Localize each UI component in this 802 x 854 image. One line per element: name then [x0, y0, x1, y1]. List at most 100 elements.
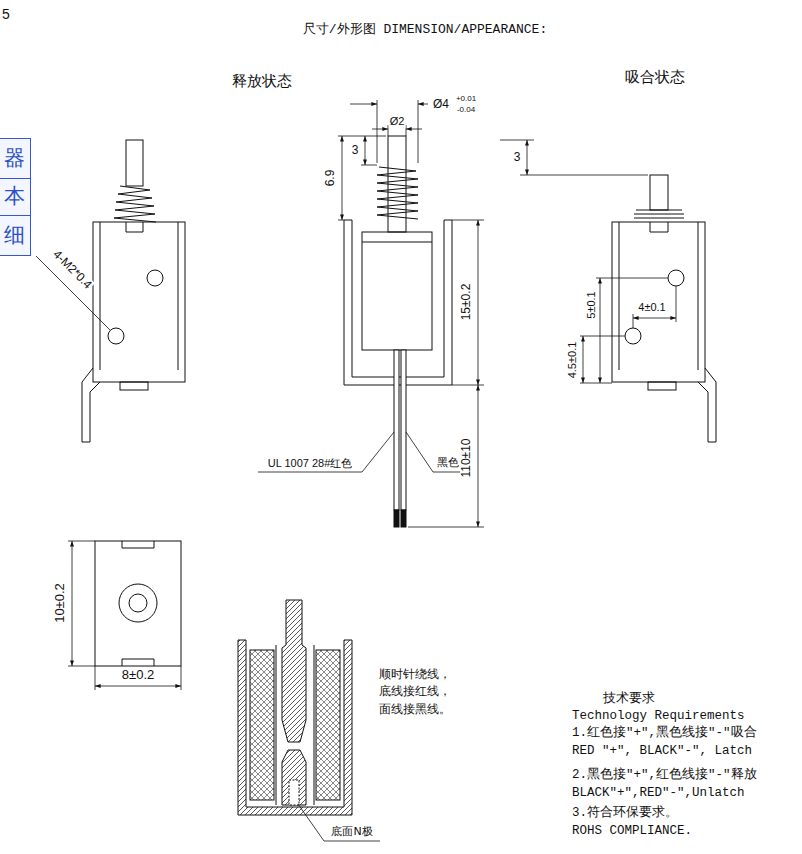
dimension-lines	[418, 104, 428, 105]
dimension-text: 4±0.1	[637, 301, 666, 314]
front-section-view	[401, 510, 406, 527]
dimension-lines	[478, 385, 479, 527]
dimension-text: Ø2	[389, 115, 406, 128]
latch-view	[650, 175, 668, 210]
dimension-lines	[350, 104, 377, 105]
dimension-text: 10±0.2	[53, 582, 68, 624]
tab-character: 细	[4, 224, 25, 247]
index-tab: 器	[0, 138, 31, 179]
view-title: 释放状态	[231, 73, 293, 90]
requirement-line: 1.红色接"+",黑色线接"-"吸合	[571, 726, 758, 740]
requirement-line: 2.黑色接"+",红色线接"-"释放	[571, 768, 758, 782]
front-section-view	[362, 242, 432, 243]
latch-view	[625, 328, 641, 344]
dimension-text: 8±0.2	[121, 668, 155, 683]
dimension-lines	[258, 432, 394, 472]
tolerance-text: +0.01	[455, 94, 477, 103]
cross-section	[250, 650, 274, 800]
dimension-lines	[406, 129, 422, 130]
dimension-text: 110±10	[460, 437, 474, 478]
end-view	[129, 594, 147, 612]
pole-label: 底面N极	[330, 826, 373, 839]
end-view	[95, 541, 181, 666]
dimension-lines	[633, 286, 676, 328]
drawing-title: 尺寸/外形图 DIMENSION/APPEARANCE:	[302, 23, 548, 38]
front-section-view	[394, 350, 399, 510]
requirements-heading: Technology Requirements	[571, 709, 746, 723]
dimension-lines	[68, 541, 95, 666]
end-view	[122, 541, 154, 666]
view-title: 吸合状态	[624, 69, 686, 86]
dimension-lines	[580, 278, 668, 383]
dimension-text: 5±0.1	[585, 290, 598, 319]
requirement-line: ROHS COMPLIANCE.	[571, 824, 693, 838]
release-view	[114, 186, 156, 222]
cross-section	[282, 750, 306, 805]
dimension-text: 4.5±0.1	[566, 341, 579, 380]
cross-section	[316, 650, 340, 800]
dimension-lines	[633, 318, 676, 319]
dimension-lines	[95, 666, 181, 690]
latch-view	[698, 368, 716, 442]
end-view	[95, 541, 181, 666]
release-view	[147, 270, 163, 286]
index-tab: 本	[0, 178, 31, 216]
requirement-line: RED "+", BLACK"-", Latch	[571, 744, 753, 758]
thread-callout: 4-M2*0.4	[49, 247, 95, 293]
cross-section	[289, 780, 299, 805]
page-number: 5	[1, 6, 11, 22]
requirements-heading: 技术要求	[602, 691, 656, 706]
requirement-line: BLACK"+",RED"-",Unlatch	[571, 786, 746, 800]
index-tab: 细	[0, 215, 31, 256]
end-view	[119, 584, 157, 622]
dimension-lines	[527, 140, 528, 175]
cross-section	[282, 600, 306, 742]
wire-label: 黑色	[436, 457, 460, 470]
dimension-lines	[377, 100, 418, 163]
dimension-text: 6.9	[324, 169, 338, 188]
cross-section	[238, 600, 380, 841]
dimension-lines	[338, 136, 386, 220]
dimension-lines	[72, 541, 73, 666]
dimension-lines	[600, 278, 601, 383]
cross-section	[298, 804, 380, 841]
dimension-lines	[406, 432, 463, 472]
latch-view	[634, 210, 684, 218]
release-view	[126, 140, 143, 186]
release-view	[108, 328, 124, 344]
release-view	[100, 222, 178, 370]
dimension-lines	[408, 220, 484, 527]
latch-view	[668, 270, 684, 286]
dimension-lines	[583, 336, 584, 383]
dimension-lines	[478, 220, 479, 385]
front-section-view	[377, 167, 418, 219]
latch-view	[648, 382, 676, 390]
dimension-lines	[68, 100, 676, 690]
tab-character: 本	[4, 185, 25, 208]
dimension-text: 3	[513, 151, 522, 165]
release-view	[82, 368, 100, 442]
latch-view	[612, 175, 716, 442]
front-section-view	[362, 232, 432, 350]
front-section-view	[394, 510, 399, 527]
requirement-line: 3.符合环保要求。	[571, 806, 679, 820]
dimension-lines	[95, 686, 181, 687]
dimension-lines	[372, 129, 388, 130]
dimension-lines	[365, 136, 366, 165]
winding-note: 顺时针绕线， 底线接红线， 面线接黑线。	[378, 666, 465, 718]
dimension-text: 3	[351, 144, 360, 158]
dimension-text: 15±0.2	[460, 283, 474, 322]
front-section-view	[401, 350, 406, 510]
release-view	[36, 140, 185, 442]
release-view	[120, 382, 148, 390]
dimension-lines	[342, 136, 343, 220]
dimension-text: Ø4	[432, 98, 450, 112]
dimension-lines	[500, 140, 648, 175]
release-view	[93, 222, 185, 382]
tolerance-text: -0.04	[456, 105, 476, 114]
wire-label: UL 1007 28#红色	[267, 457, 354, 470]
latch-view	[619, 222, 698, 370]
latch-view	[612, 222, 705, 382]
tab-character: 器	[4, 147, 25, 170]
